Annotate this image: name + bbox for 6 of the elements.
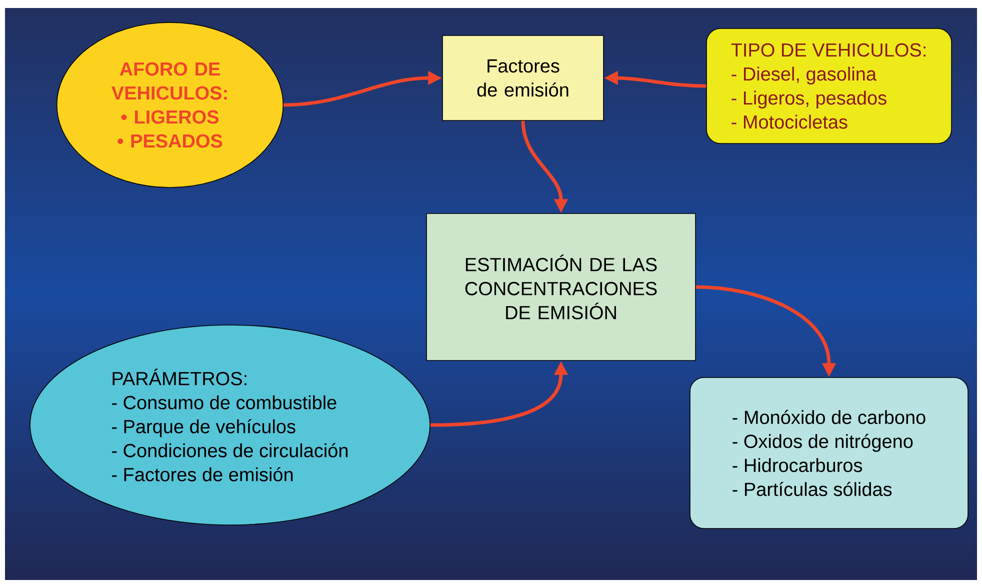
process-box: ESTIMACIÓN DE LAS CONCENTRACIONES DE EMISIÓN: [426, 213, 696, 361]
ellipse-bubble: AFORO DE VEHICULOS: • LIGEROS • PESADOS: [56, 22, 284, 188]
rounded-box: TIPO DE VEHICULOS: - Diesel, gasolina - Ligeros, pesados - Motocicletas: [706, 28, 952, 144]
ellipse-bubble: PARÁMETROS: - Consumo de combustible - Parque de vehículos - Condiciones de circulación - Factores de emisión: [30, 324, 430, 526]
process-box: Factores de emisión: [442, 35, 604, 121]
rounded-box: - Monóxido de carbono - Oxidos de nitrógeno - Hidrocarburos - Partículas sólidas: [690, 377, 968, 529]
